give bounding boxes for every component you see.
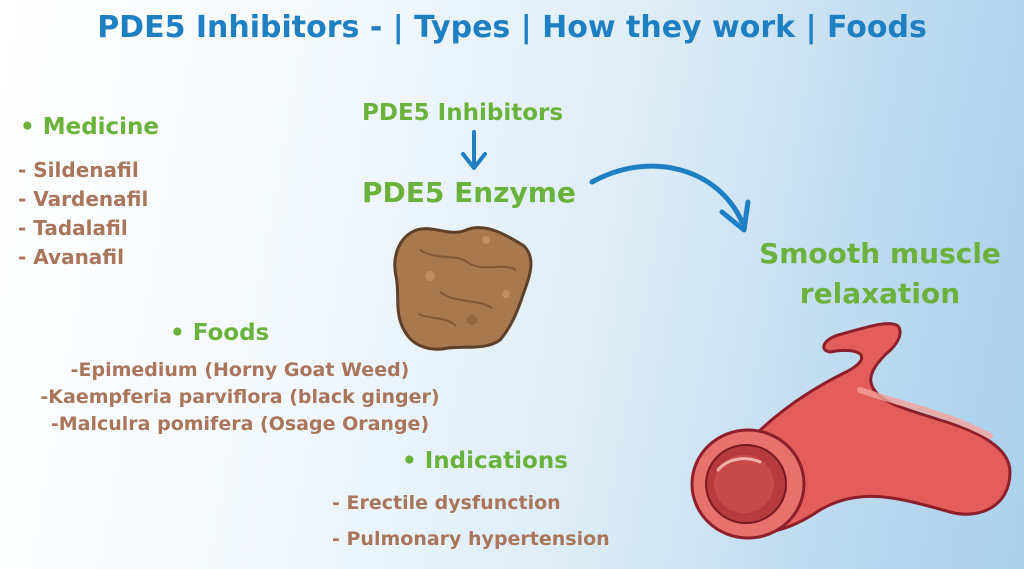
indications-heading: • Indications — [402, 448, 568, 474]
down-arrow-icon — [461, 130, 487, 170]
medicine-item: - Tadalafil — [18, 216, 128, 240]
enzyme-blob-icon — [393, 226, 533, 351]
indications-list: - Erectile dysfunction - Pulmonary hyper… — [332, 485, 610, 557]
food-item: -Malculra pomifera (Osage Orange) — [50, 413, 430, 435]
page-title: PDE5 Inhibitors - | Types | How they wor… — [97, 10, 927, 45]
smooth-muscle-relaxation-label: Smooth muscle relaxation — [759, 237, 1001, 310]
blood-vessel-icon — [690, 322, 1012, 540]
medicine-item: - Avanafil — [18, 245, 124, 269]
medicine-item: - Sildenafil — [18, 158, 139, 182]
indication-item: - Pulmonary hypertension — [332, 528, 610, 550]
curved-arrow-icon — [589, 163, 751, 233]
foods-heading: • Foods — [170, 320, 270, 346]
pde5-enzyme-label: PDE5 Enzyme — [362, 176, 576, 209]
food-item: -Epimedium (Horny Goat Weed) — [70, 359, 410, 381]
pde5-inhibitors-label: PDE5 Inhibitors — [362, 100, 564, 126]
food-item: -Kaempferia parviflora (black ginger) — [40, 386, 440, 408]
medicine-list: - Sildenafil - Vardenafil - Tadalafil - … — [18, 156, 148, 272]
indication-item: - Erectile dysfunction — [332, 492, 561, 514]
foods-list: -Epimedium (Horny Goat Weed) -Kaempferia… — [0, 357, 480, 438]
medicine-item: - Vardenafil — [18, 187, 149, 211]
medicine-heading: • Medicine — [20, 114, 160, 140]
